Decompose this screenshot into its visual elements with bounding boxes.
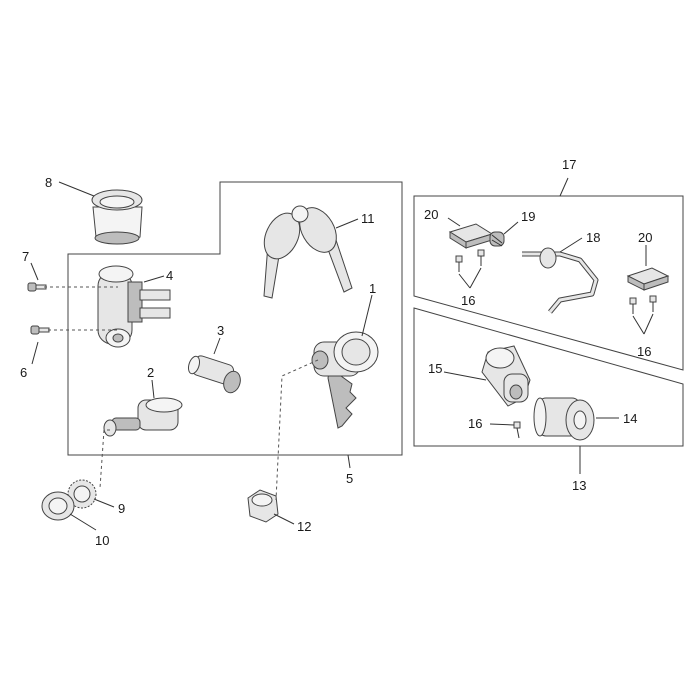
- part-14-sleeve: [533, 397, 595, 441]
- callout-10: 10: [95, 533, 109, 548]
- part-16-screws-upper: [455, 249, 657, 314]
- group-17-frame: [413, 195, 684, 371]
- callout-1: 1: [369, 281, 376, 296]
- callout-6: 6: [20, 365, 27, 380]
- callout-4: 4: [166, 268, 173, 283]
- part-7-screw: [27, 282, 47, 292]
- part-6-screw: [30, 325, 50, 335]
- part-19-spring: [489, 231, 505, 247]
- callout-12: 12: [297, 519, 311, 534]
- callout-14: 14: [623, 411, 637, 426]
- part-1-seat-lock: [311, 331, 379, 429]
- callout-8: 8: [45, 175, 52, 190]
- part-8-cap: [91, 189, 143, 245]
- part-9-washer: [67, 479, 97, 509]
- callout-2: 2: [147, 365, 154, 380]
- part-20-clip-left: [448, 223, 494, 249]
- part-18-hook: [522, 247, 599, 314]
- group-13-frame: [413, 307, 684, 447]
- callout-5: 5: [346, 471, 353, 486]
- callout-16-upper-right: 16: [637, 344, 651, 359]
- part-3-cylinder: [187, 355, 241, 394]
- callout-7: 7: [22, 249, 29, 264]
- group-5-frame: [67, 181, 403, 456]
- callout-20-left: 20: [424, 207, 438, 222]
- callout-13: 13: [572, 478, 586, 493]
- part-4-lock-body: [97, 265, 171, 348]
- part-11-keys: [263, 205, 353, 299]
- callout-19: 19: [521, 209, 535, 224]
- part-16-screw-lower: [513, 421, 521, 439]
- callout-11: 11: [361, 211, 375, 226]
- assembly-lines: [44, 286, 319, 501]
- callout-20-right: 20: [638, 230, 652, 245]
- part-15-bracket: [481, 345, 531, 407]
- part-12-hex-nut: [247, 489, 279, 523]
- callout-16-upper-left: 16: [461, 293, 475, 308]
- callout-17: 17: [562, 157, 576, 172]
- callout-labels: 1 2 3 4 5 6 7 8 9 10 11 12 13 14 15 16 1…: [20, 157, 652, 548]
- part-10-nut: [41, 491, 75, 521]
- part-2-lock-cylinder: [103, 397, 183, 437]
- callout-15: 15: [428, 361, 442, 376]
- part-20-clip-right: [626, 267, 670, 291]
- callout-18: 18: [586, 230, 600, 245]
- leader-lines: [30, 177, 654, 531]
- callout-3: 3: [217, 323, 224, 338]
- callout-16-lower: 16: [468, 416, 482, 431]
- callout-9: 9: [118, 501, 125, 516]
